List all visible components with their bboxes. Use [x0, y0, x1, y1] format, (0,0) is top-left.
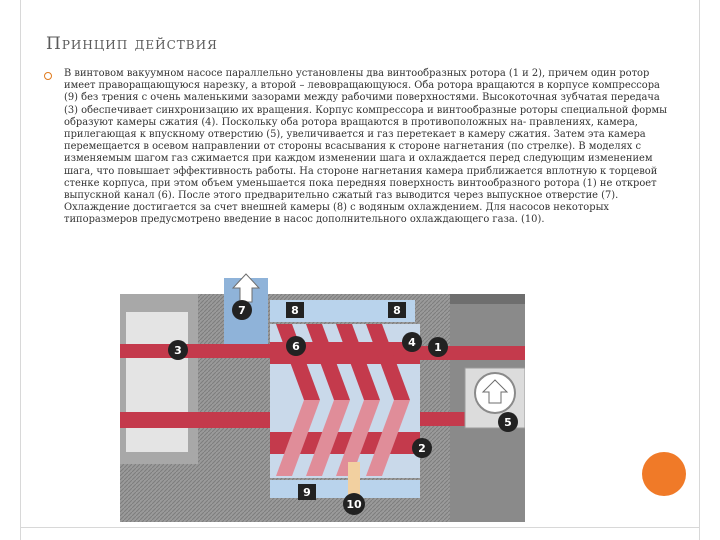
callout-label-2: 2: [418, 442, 426, 455]
callout-8a: 8: [286, 302, 304, 318]
callout-label-8a: 8: [291, 304, 299, 317]
callout-label-9: 9: [303, 486, 311, 499]
callout-label-10: 10: [346, 498, 362, 511]
callout-4: 4: [402, 332, 422, 352]
decorative-orange-circle: [642, 452, 686, 496]
callout-1: 1: [428, 337, 448, 357]
callout-label-3: 3: [174, 344, 182, 357]
callout-label-5: 5: [504, 416, 512, 429]
callout-label-7: 7: [238, 304, 246, 317]
slide-body-text: В винтовом вакуумном насосе параллельно …: [64, 68, 668, 226]
callout-label-4: 4: [408, 336, 416, 349]
gear-cover: [450, 294, 525, 304]
callout-10: 10: [343, 493, 365, 515]
slide-frame-left: [20, 0, 21, 540]
callout-7: 7: [232, 300, 252, 320]
callout-3: 3: [168, 340, 188, 360]
slide-title: Принцип действия: [46, 34, 218, 54]
callout-8b: 8: [388, 302, 406, 318]
screw-rotors: [270, 324, 420, 476]
callout-6: 6: [286, 336, 306, 356]
slide-frame-right: [699, 0, 700, 540]
callout-label-8b: 8: [393, 304, 401, 317]
callout-2: 2: [412, 438, 432, 458]
slide-frame-bottom: [20, 527, 700, 528]
cooling-gas-inlet: [348, 462, 360, 502]
callout-9: 9: [298, 484, 316, 500]
callout-label-1: 1: [434, 341, 442, 354]
callout-label-6: 6: [292, 340, 300, 353]
screw-pump-diagram: 7 8 8 6 3 4 1 2 5 9 10: [120, 272, 526, 526]
callout-5: 5: [498, 412, 518, 432]
bullet-icon: [44, 72, 52, 80]
